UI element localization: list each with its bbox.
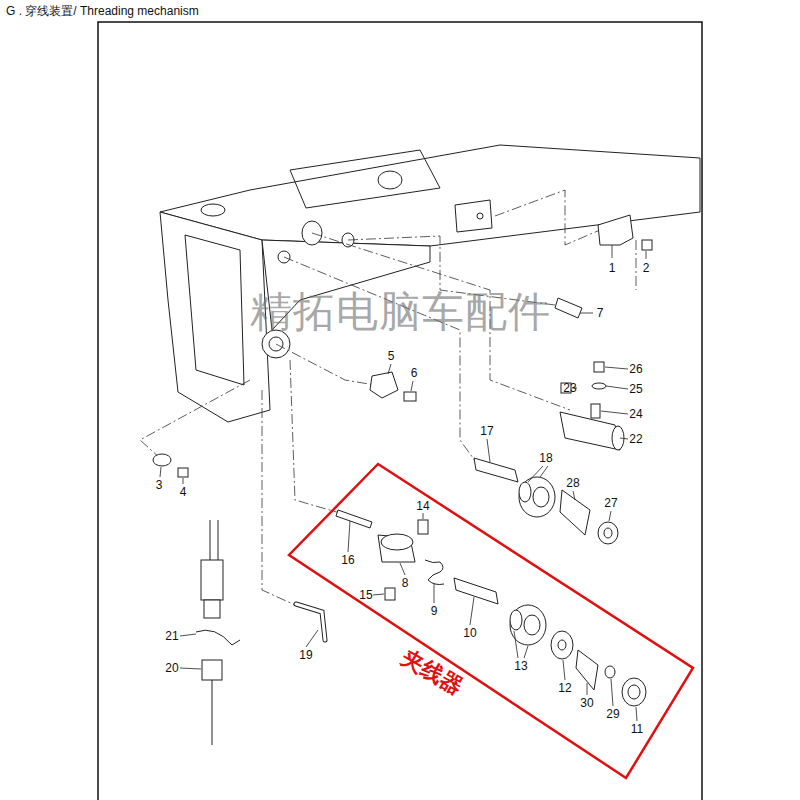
callout-number: 14 — [416, 499, 429, 513]
callout-number: 20 — [165, 661, 178, 675]
callout-number: 11 — [631, 722, 643, 736]
callout-number: 24 — [629, 407, 642, 421]
callout-number: 15 — [359, 588, 372, 602]
callout-number: 2 — [643, 261, 650, 275]
callout-number: 6 — [411, 366, 418, 380]
title: G . 穿线装置/ Threading mechanism — [6, 3, 199, 20]
callout-number: 18 — [539, 451, 552, 465]
watermark: 精拓电脑车配件 — [250, 284, 551, 340]
callout-number: 23 — [563, 381, 576, 395]
callout-number: 19 — [299, 648, 312, 662]
housing — [160, 145, 700, 422]
callout-number: 26 — [629, 362, 642, 376]
callout-number: 5 — [388, 349, 395, 363]
leader-lines — [160, 245, 646, 721]
callout-number: 16 — [341, 553, 354, 567]
callout-number: 25 — [629, 382, 642, 396]
callout-number: 8 — [402, 576, 409, 590]
callout-number: 4 — [180, 485, 187, 499]
callout-number: 3 — [156, 478, 163, 492]
callout-number: 29 — [606, 707, 619, 721]
callout-number: 9 — [431, 604, 438, 618]
callout-number: 12 — [558, 681, 571, 695]
outline — [289, 464, 693, 778]
callout-number: 30 — [580, 696, 593, 710]
callout-number: 1 — [609, 261, 616, 275]
callout-number: 28 — [566, 476, 579, 490]
frame — [98, 22, 702, 800]
callout-number: 13 — [514, 659, 527, 673]
callout-number: 17 — [480, 424, 493, 438]
assembly-lines — [140, 190, 636, 605]
callout-number: 7 — [597, 306, 604, 320]
group-label: 夹线器 — [396, 643, 468, 702]
callout-number: 22 — [629, 432, 642, 446]
callout-number: 10 — [463, 626, 476, 640]
callout-number: 27 — [604, 496, 617, 510]
callout-number: 21 — [165, 629, 178, 643]
